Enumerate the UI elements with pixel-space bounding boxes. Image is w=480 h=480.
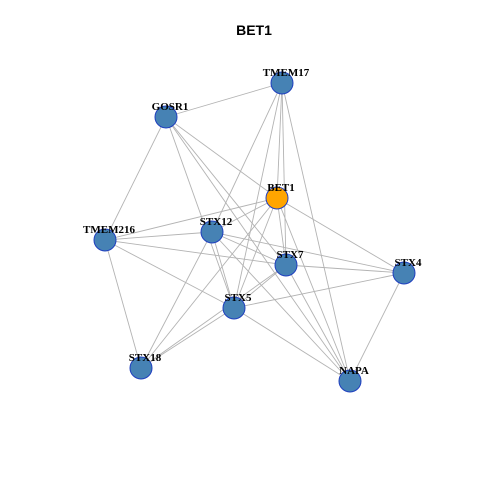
edge-stx12-stx4 (211, 231, 405, 274)
node-circle (222, 296, 246, 320)
edge-bet1-napa (276, 197, 351, 382)
edge-tmem17-gosr1 (165, 82, 283, 118)
edge-gosr1-tmem216 (104, 116, 167, 241)
edge-stx12-stx7 (211, 231, 287, 266)
edge-bet1-stx12 (211, 197, 278, 233)
diagram-title: BET1 (236, 22, 272, 38)
node-circle (154, 105, 178, 129)
node-label: BET1 (267, 182, 295, 194)
node-stx18[interactable]: STX18 (129, 352, 162, 380)
node-gosr1[interactable]: GOSR1 (152, 101, 189, 129)
node-circle (93, 228, 117, 252)
edge-bet1-stx5 (233, 197, 278, 309)
edge-stx5-stx18 (140, 307, 235, 369)
edge-layer (104, 82, 405, 382)
edge-stx4-napa (349, 272, 405, 382)
node-label: STX18 (129, 352, 162, 364)
node-stx12[interactable]: STX12 (200, 216, 233, 244)
node-label: TMEM216 (83, 224, 135, 236)
edge-tmem216-stx18 (104, 239, 142, 369)
edge-gosr1-napa (165, 116, 351, 382)
edge-gosr1-stx7 (165, 116, 287, 266)
node-circle (129, 356, 153, 380)
edge-stx12-napa (211, 231, 351, 382)
node-stx7[interactable]: STX7 (274, 249, 304, 277)
edge-tmem17-bet1 (276, 82, 283, 199)
edge-tmem17-stx5 (233, 82, 283, 309)
edge-bet1-tmem216 (104, 197, 278, 241)
node-stx4[interactable]: STX4 (392, 257, 422, 285)
edge-stx5-napa (233, 307, 351, 382)
node-tmem216[interactable]: TMEM216 (83, 224, 135, 252)
node-tmem17[interactable]: TMEM17 (263, 67, 310, 95)
node-label: NAPA (339, 365, 369, 377)
edge-tmem17-napa (281, 82, 351, 382)
edge-stx7-stx18 (140, 264, 287, 369)
edge-tmem216-stx12 (104, 231, 213, 241)
edge-gosr1-stx5 (165, 116, 235, 309)
node-circle (338, 369, 362, 393)
edge-stx12-stx18 (140, 231, 213, 369)
edge-stx7-stx4 (285, 264, 405, 274)
node-napa[interactable]: NAPA (338, 365, 369, 393)
edge-bet1-stx4 (276, 197, 405, 274)
node-label: GOSR1 (152, 101, 189, 113)
node-label: STX5 (225, 292, 252, 304)
node-circle (265, 186, 289, 210)
node-label: STX7 (277, 249, 304, 261)
edge-stx4-stx5 (233, 272, 405, 309)
node-label: TMEM17 (263, 67, 310, 79)
edge-tmem17-stx12 (211, 82, 283, 233)
node-bet1[interactable]: BET1 (265, 182, 295, 210)
node-circle (270, 71, 294, 95)
node-label: STX4 (395, 257, 422, 269)
node-label: STX12 (200, 216, 233, 228)
edge-stx12-stx5 (211, 231, 235, 309)
edge-gosr1-bet1 (165, 116, 278, 199)
edge-stx7-napa (285, 264, 351, 382)
edge-tmem216-stx7 (104, 239, 287, 266)
node-circle (274, 253, 298, 277)
node-circle (200, 220, 224, 244)
node-stx5[interactable]: STX5 (222, 292, 252, 320)
edge-tmem17-stx7 (281, 82, 287, 266)
edge-tmem216-stx5 (104, 239, 235, 309)
edge-bet1-stx18 (140, 197, 278, 369)
node-circle (392, 261, 416, 285)
